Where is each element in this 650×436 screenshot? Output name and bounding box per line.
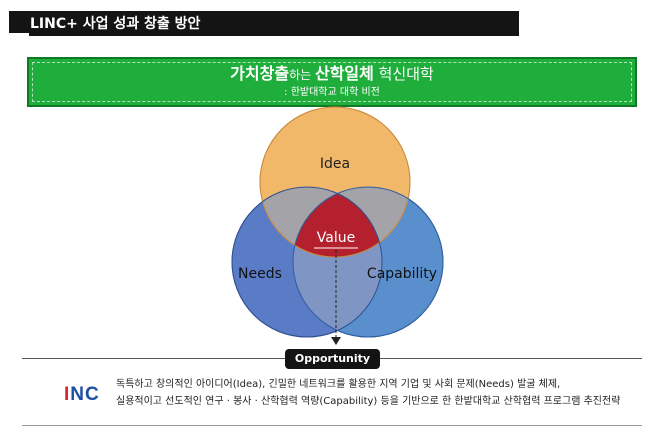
needs-label: Needs [238,266,282,282]
title-bar [9,11,519,36]
linc-logo: INC [64,384,100,406]
vision-keyword-value-creation: 가치창출 [230,64,290,83]
logo-letter-i: I [64,384,71,405]
opportunity-arrow-head [331,337,341,345]
vision-statement: 가치창출하는 산학일체 혁신대학 [29,65,635,84]
value-label: Value [317,230,355,246]
vision-connector: 하는 [289,68,315,82]
capability-label: Capability [367,266,437,282]
value-overlap [293,187,382,257]
idea-circle-outline [259,106,411,258]
vision-keyword-industry-academia: 산학일체 [314,64,374,83]
vision-box: 가치창출하는 산학일체 혁신대학 : 한밭대학교 대학 비전 [27,57,637,107]
vision-box-inner-border [32,62,632,102]
page-title: LINC+ 사업 성과 창출 방안 [30,16,201,32]
idea-label: Idea [320,156,350,172]
description-line-2: 실용적이고 선도적인 연구 · 봉사 · 산학협력 역량(Capability)… [116,396,621,407]
needs-circle-outline [231,186,383,338]
opportunity-tag: Opportunity [285,349,380,369]
vision-subtitle: : 한밭대학교 대학 비전 [284,87,380,98]
bottom-divider [22,425,642,426]
capability-circle-outline [292,186,444,338]
description-line-1: 독특하고 창의적인 아이디어(Idea), 긴밀한 네트워크를 활용한 지역 기… [116,379,561,390]
logo-letters-nc: NC [70,384,100,405]
vision-keyword-innovation-university: 혁신대학 [373,65,434,83]
